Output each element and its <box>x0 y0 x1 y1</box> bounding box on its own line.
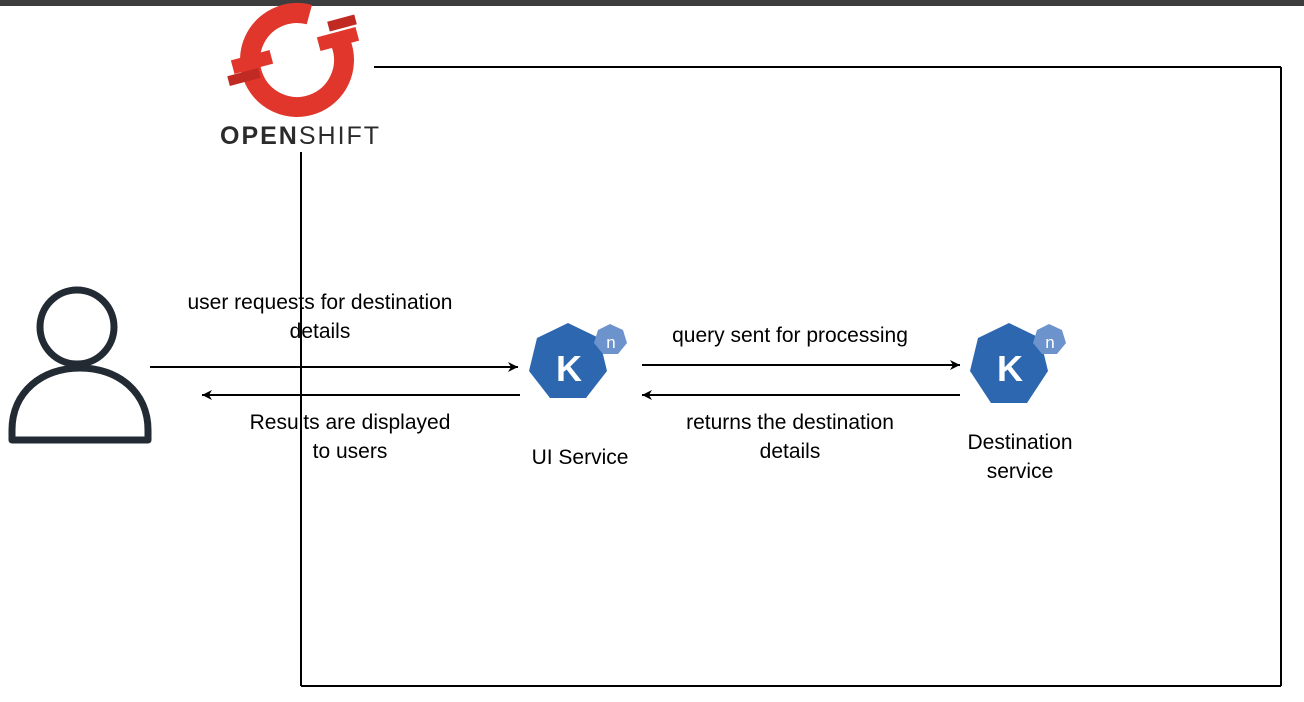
edge-label-user-to-ui-line2: details <box>289 320 351 343</box>
destination-service-label: Destination service <box>920 428 1120 486</box>
edge-label-ui-to-user-line1: Results are displayed <box>249 411 451 434</box>
openshift-wordmark-bold: OPEN <box>220 122 299 150</box>
openshift-wordmark: OPENSHIFT <box>220 122 381 151</box>
edge-label-user-to-ui-line1: user requests for destination <box>187 291 453 314</box>
ui-service-k-letter: K <box>556 348 582 389</box>
destination-service-k-letter: K <box>997 348 1023 389</box>
openshift-cluster-boundary <box>300 66 1282 687</box>
edge-label-ui-to-user-line2: to users <box>312 440 388 463</box>
ui-service-knative-icon: K n <box>529 323 627 398</box>
openshift-wordmark-light: SHIFT <box>298 122 382 150</box>
ui-service-badge-letter: n <box>606 333 615 352</box>
edge-label-user-to-ui: user requests for destination details <box>150 288 490 346</box>
destination-service-label-line1: Destination <box>967 431 1073 454</box>
openshift-logo-icon <box>227 3 360 117</box>
edge-label-ui-to-user: Results are displayed to users <box>200 408 500 466</box>
destination-service-badge-letter: n <box>1045 333 1054 352</box>
window-top-bar <box>0 0 1304 6</box>
user-icon <box>8 286 152 444</box>
destination-service-label-line2: service <box>986 460 1054 483</box>
edge-label-ui-to-destination: query sent for processing <box>672 324 908 347</box>
edge-label-destination-to-ui: returns the destination details <box>640 408 940 466</box>
destination-service-knative-icon: K n <box>970 323 1066 403</box>
edge-label-destination-to-ui-line2: details <box>759 440 821 463</box>
edge-label-destination-to-ui-line1: returns the destination <box>686 411 894 434</box>
ui-service-label: UI Service <box>531 446 629 469</box>
